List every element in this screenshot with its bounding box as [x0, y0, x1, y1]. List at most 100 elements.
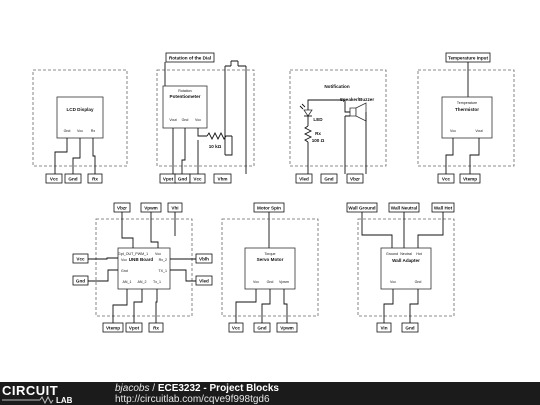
usb-pin-tx1: TX_1 [158, 269, 167, 273]
port-lcd-vcc[interactable] [45, 173, 63, 184]
port-usb-vhi-label: Vhi [171, 206, 178, 211]
led-icon [303, 109, 313, 117]
port-thermistor-vtemp[interactable] [459, 173, 481, 184]
pot-note: Rotation [178, 89, 191, 93]
thermistor-label: Thermistor [455, 107, 479, 112]
usb-pin-gnd-left: Gnd [121, 269, 128, 273]
lcd-wire-gnd [54, 138, 68, 174]
port-lcd-rx[interactable] [87, 173, 103, 184]
port-thermistor-vcc[interactable] [437, 173, 455, 184]
port-notif-gnd-label: Gnd [324, 177, 333, 182]
input-rotation[interactable] [165, 52, 215, 63]
lcd-pin-rx: Rx [91, 129, 96, 133]
servo-boundary [221, 218, 319, 317]
wall-adapter-label: Wall Adapter [392, 258, 420, 263]
port-usb-rx[interactable] [148, 322, 164, 333]
port-wall-gnd[interactable] [401, 322, 419, 333]
port-servo-vpwm-label: Vpwm [280, 326, 294, 331]
port-lcd-vcc-label: Vcc [50, 177, 59, 182]
notification-block: Notification Speaker/Buzzer LED Rx 100 Ω… [289, 69, 387, 184]
project-path: bjacobs / ECE3232 - Project Blocks [115, 383, 279, 394]
notification-wires [307, 99, 367, 174]
port-notif-gnd[interactable] [320, 173, 338, 184]
project-url[interactable]: http://circuitlab.com/cqve9f998tgd6 [115, 394, 270, 405]
port-usb-rx-label: Rx [153, 326, 159, 331]
potentiometer-component[interactable] [162, 85, 208, 129]
logo-top-text: CIRCUIT [2, 383, 58, 398]
notification-label: Notification [324, 84, 349, 89]
input-rotation-label: Rotation of the Dial [169, 56, 211, 61]
port-usb-vblh-label: Vblh [199, 257, 209, 262]
port-wall-vin[interactable] [376, 322, 392, 333]
wall-boundary [357, 218, 455, 317]
logo-resistor-icon [2, 395, 54, 405]
thermistor-component[interactable] [441, 96, 493, 139]
servo-pin-vpwm: Vpwm [279, 280, 289, 284]
port-thermistor-vtemp-label: Vtemp [463, 177, 477, 182]
thermistor-pin-vout: Vout [475, 129, 482, 133]
lcd-wire-vcc [72, 138, 81, 174]
pot-boundary [156, 69, 255, 167]
led-light-icon [299, 103, 306, 110]
port-usb-vcc-label: Vcc [76, 257, 85, 262]
speaker-label: Speaker/Buzzer [340, 97, 374, 102]
owner-link[interactable]: bjacobs [115, 383, 150, 394]
wall-adapter-component[interactable] [380, 247, 432, 290]
port-servo-gnd[interactable] [253, 322, 271, 333]
port-servo-vcc[interactable] [228, 322, 244, 333]
usb-pin-rx2: Rx_2 [159, 258, 167, 262]
notif-resistor-label-b: 100 Ω [312, 138, 325, 143]
port-lcd-gnd[interactable] [64, 173, 82, 184]
usb-pin-vcc-top: Vcc [155, 252, 161, 256]
port-wall-vin-label: Vin [380, 326, 387, 331]
port-notif-vled[interactable] [295, 173, 313, 184]
speaker-icon [349, 107, 357, 117]
wall-input-wires [361, 212, 444, 248]
speaker-cone-icon [355, 102, 367, 122]
port-usb-gnd[interactable] [72, 275, 89, 286]
port-servo-vcc-label: Vcc [232, 326, 241, 331]
port-usb-vpot[interactable] [125, 322, 143, 333]
port-wall-gnd-label: Gnd [405, 326, 414, 331]
servo-motor-block: Motor Spin Torque Servo Motor Vcc Gnd Vp… [221, 202, 319, 333]
thermistor-block: Temperature Input Temperature Thermistor… [417, 52, 515, 184]
port-usb-vled[interactable] [195, 275, 213, 286]
port-usb-gnd-label: Gnd [76, 279, 85, 284]
input-motor-spin-label: Motor Spin [257, 206, 281, 211]
port-pot-vhm-label: Vhm [218, 177, 228, 182]
port-usb-vblh[interactable] [195, 253, 213, 264]
servo-note: Torque [265, 252, 276, 256]
pot-resistor-label: 10 kΩ [209, 144, 222, 149]
circuitlab-logo[interactable]: CIRCUIT LAB [0, 382, 95, 405]
lcd-boundary [32, 69, 128, 167]
port-usb-vpwm-label: Vpwm [144, 206, 158, 211]
potentiometer-block: Rotation of the Dial Rotation Potentiome… [156, 52, 255, 184]
lcd-pin-gnd: Gnd [64, 129, 71, 133]
port-servo-gnd-label: Gnd [257, 326, 266, 331]
port-servo-vpwm[interactable] [276, 322, 298, 333]
usb-board-component[interactable] [117, 247, 171, 290]
port-notif-vbzr[interactable] [346, 173, 364, 184]
logo-bottom-text: LAB [56, 396, 73, 405]
usb-wires [88, 212, 196, 323]
lcd-display-block: LCD Display Gnd Vcc Rx Vcc Gnd Rx [32, 69, 128, 184]
wall-pin-gnd: Gnd [415, 280, 422, 284]
schematic-canvas: LCD Display Gnd Vcc Rx Vcc Gnd Rx Rotati… [32, 52, 515, 333]
port-usb-vpot-label: Vpot [129, 326, 140, 331]
port-pot-vcc[interactable] [189, 173, 206, 184]
port-notif-vled-label: Vled [299, 177, 309, 182]
wall-pin-hot: Hot [416, 252, 422, 256]
project-title[interactable]: ECE3232 - Project Blocks [157, 383, 279, 394]
servo-motor-component[interactable] [244, 247, 296, 290]
lcd-pin-vcc: Vcc [77, 129, 83, 133]
thermistor-wires [445, 138, 480, 174]
port-pot-vcc-label: Vcc [193, 177, 202, 182]
pot-pin-gnd: Gnd [182, 118, 189, 122]
port-usb-vcc[interactable] [72, 253, 89, 264]
led-label: LED [313, 117, 323, 122]
port-usb-vtemp[interactable] [102, 322, 124, 333]
notif-resistor-label-a: Rx [315, 131, 321, 136]
port-usb-vtemp-label: Vtemp [106, 326, 120, 331]
port-pot-vhm[interactable] [213, 173, 232, 184]
port-pot-vpot-label: Vpot [163, 177, 174, 182]
